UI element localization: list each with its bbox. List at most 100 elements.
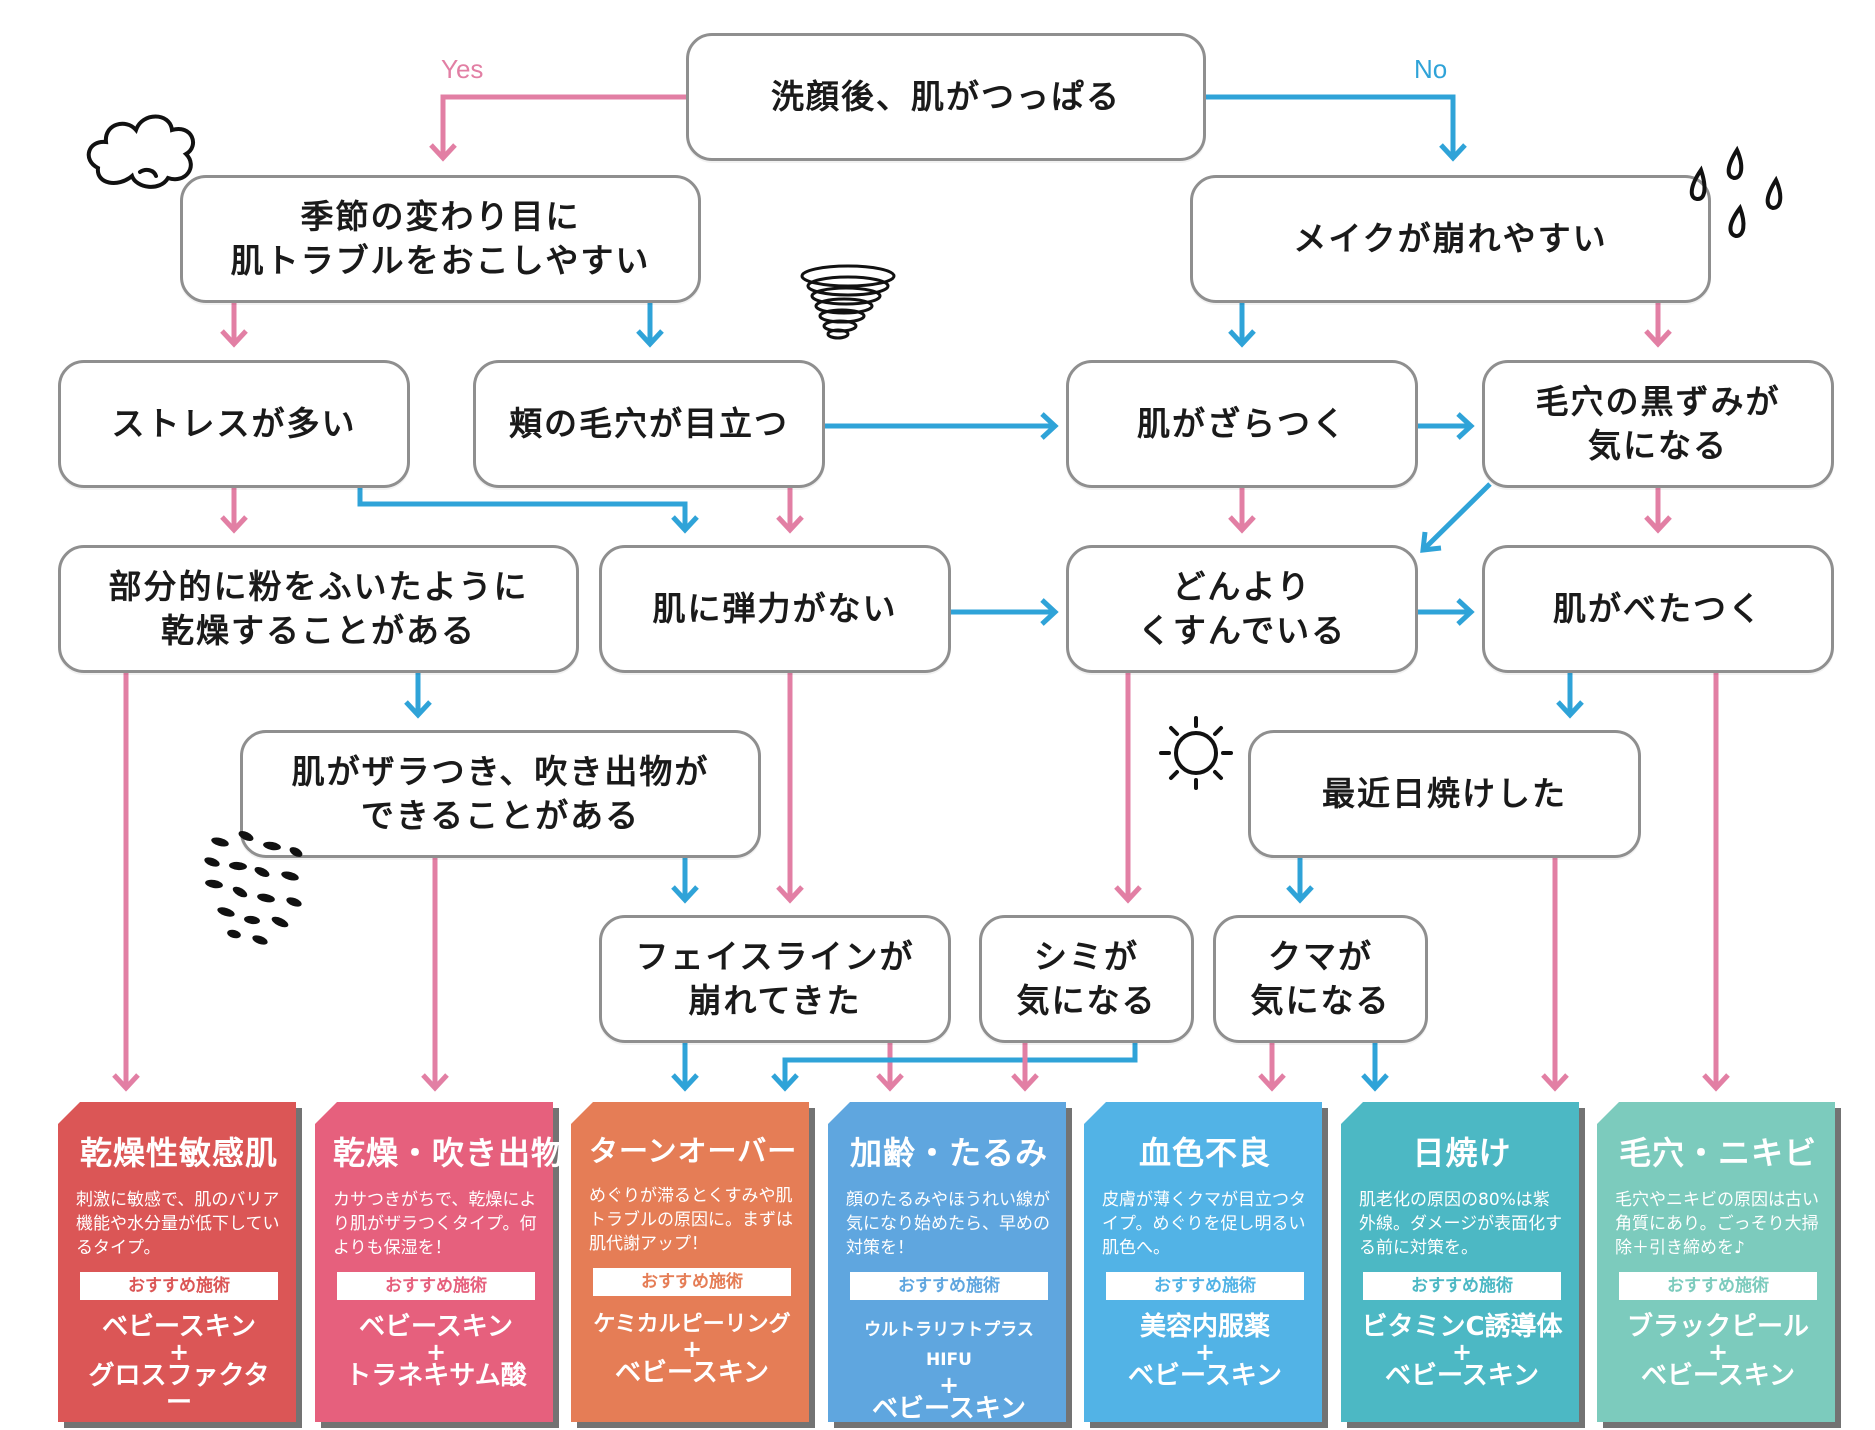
treatment: 美容内服薬+ベビースキン [1102, 1314, 1308, 1390]
node-spots: シミが 気になる [979, 915, 1194, 1043]
treatment: ベビースキン+トラネキサム酸 [333, 1314, 539, 1390]
node-powdery: 部分的に粉をふいたように 乾燥することがある [58, 545, 579, 673]
card-corner [1084, 1102, 1106, 1124]
arrow-dull-spots-head [1114, 885, 1142, 904]
recommend-label: おすすめ施術 [593, 1268, 791, 1296]
arrow-black-sticky-head [1644, 515, 1672, 534]
node-circles: クマが 気になる [1213, 915, 1428, 1043]
arrow-spots-result3 [782, 1043, 1138, 1088]
arrow-bumpy-faceline-head [671, 885, 699, 904]
recommend-label: おすすめ施術 [337, 1272, 535, 1300]
treatment-2: ベビースキン [1128, 1361, 1282, 1391]
arrow-bumpy-result2-head [421, 1073, 449, 1092]
arrow-black-dull [1421, 482, 1492, 552]
arrow-spots-result3-head [771, 1073, 799, 1092]
node-bumpy: 肌がザラつき、吹き出物が できることがある [240, 730, 761, 858]
arrow-season-stress-head [220, 329, 248, 348]
arrow-start-no [1206, 94, 1456, 158]
result-title: 血色不良 [1138, 1134, 1271, 1172]
node-season: 季節の変わり目に 肌トラブルをおこしやすい [180, 175, 701, 303]
treatment-1: ビタミンC誘導体 [1361, 1312, 1563, 1342]
node-cheek-pores: 頬の毛穴が目立つ [473, 360, 825, 488]
arrow-sticky-result7-head [1702, 1073, 1730, 1092]
arrow-sunburn-circles-head [1286, 885, 1314, 904]
treatment-2: グロスファクター [88, 1361, 270, 1418]
treatment-2: トラネキサム酸 [345, 1361, 527, 1391]
treatment: ブラックピール+ベビースキン [1615, 1314, 1821, 1390]
arrow-faceline-result4-head [876, 1073, 904, 1092]
result-card: 日焼け肌老化の原因の80%は紫外線。ダメージが表面化する前に対策を。おすすめ施術… [1341, 1102, 1579, 1422]
arrow-dull-sticky-head [1456, 598, 1475, 626]
result-card: ターンオーバーめぐりが滞るとくすみや肌トラブルの原因に。まずは肌代謝アップ！ おす… [571, 1102, 809, 1422]
plus-sign: + [1194, 1338, 1216, 1366]
treatment-2: ベビースキン [1641, 1361, 1795, 1391]
arrow-powdery-result1-head [112, 1073, 140, 1092]
arrow-makeup-rough-head [1228, 329, 1256, 348]
treatment-1: ベビースキン [102, 1312, 256, 1342]
result-title: ターンオーバー [589, 1134, 798, 1168]
arrow-sticky-sunburn-head [1556, 700, 1584, 719]
arrow-powdery-bumpy-head [404, 700, 432, 719]
treatment: ビタミンC誘導体+ベビースキン [1359, 1314, 1565, 1390]
arrow-circles-result5-head [1258, 1073, 1286, 1092]
result-description: カサつきがちで、乾燥により肌がザラつくタイプ。何よりも保湿を！ [333, 1190, 537, 1258]
arrow-stress-powdery-head [220, 515, 248, 534]
card-corner [315, 1102, 337, 1124]
treatment: ウルトラリフトプラスHIFU+ベビースキン [846, 1314, 1052, 1423]
result-title: 乾燥性敏感肌 [79, 1134, 278, 1172]
card-corner [571, 1102, 593, 1124]
yes-label: Yes [441, 54, 484, 84]
node-faceline: フェイスラインが 崩れてきた [599, 915, 951, 1043]
arrow-elasticity-dull-head [1040, 598, 1059, 626]
node-rough: 肌がざらつく [1066, 360, 1418, 488]
arrow-elasticity-faceline-head [776, 885, 804, 904]
node-sunburn: 最近日焼けした [1248, 730, 1641, 858]
plus-sign: + [1451, 1338, 1473, 1366]
recommend-label: おすすめ施術 [1619, 1272, 1817, 1300]
result-card: 血色不良皮膚が薄くクマが目立つタイプ。めぐりを促し明るい肌色へ。おすすめ施術美容… [1084, 1102, 1322, 1422]
plus-sign: + [425, 1338, 447, 1366]
node-sticky: 肌がべたつく [1482, 545, 1834, 673]
result-title: 加齢・たるみ [849, 1134, 1048, 1172]
result-card: 乾燥性敏感肌刺激に敏感で、肌のバリア機能や水分量が低下しているタイプ。おすすめ施… [58, 1102, 296, 1422]
arrow-spots-result4-head [1011, 1073, 1039, 1092]
arrow-start-yes-head [429, 143, 457, 162]
arrow-cheek-elasticity-head [776, 515, 804, 534]
arrow-makeup-black-head [1644, 329, 1672, 348]
arrow-rough-black-head [1456, 412, 1475, 440]
arrow-stress-elasticity [357, 488, 688, 530]
arrow-season-cheek-head [636, 329, 664, 348]
node-dull: どんより くすんでいる [1066, 545, 1418, 673]
treatment-1: ウルトラリフトプラスHIFU [864, 1320, 1034, 1370]
arrow-sunburn-result6-head [1541, 1073, 1569, 1092]
card-corner [828, 1102, 850, 1124]
result-card: 加齢・たるみ顔のたるみやほうれい線が気になり始めたら、早めの対策を！おすすめ施術… [828, 1102, 1066, 1423]
arrow-circles-result6-head [1361, 1073, 1389, 1092]
treatment-1: ブラックピール [1626, 1312, 1809, 1342]
card-corner [1341, 1102, 1363, 1124]
node-black-pores: 毛穴の黒ずみが 気になる [1482, 360, 1834, 488]
result-description: 皮膚が薄くクマが目立つタイプ。めぐりを促し明るい肌色へ。 [1102, 1190, 1306, 1258]
treatment-1: ケミカルピーリング [593, 1312, 791, 1337]
recommend-label: おすすめ施術 [80, 1272, 278, 1300]
treatment-2: ベビースキン [1385, 1361, 1539, 1391]
result-description: 毛穴やニキビの原因は古い角質にあり。ごっそり大掃除＋引き締めを♪ [1615, 1190, 1819, 1258]
result-description: めぐりが滞るとくすみや肌トラブルの原因に。まずは肌代謝アップ！ [589, 1186, 793, 1254]
node-elasticity: 肌に弾力がない [599, 545, 951, 673]
plus-sign: + [938, 1371, 960, 1399]
node-makeup: メイクが崩れやすい [1190, 175, 1711, 303]
result-title: 日焼け [1412, 1134, 1512, 1172]
arrow-start-no-head [1439, 143, 1467, 162]
recommend-label: おすすめ施術 [850, 1272, 1048, 1300]
no-label: No [1414, 54, 1448, 84]
result-title: 乾燥・吹き出物 [333, 1134, 565, 1172]
result-card: 毛穴・ニキビ毛穴やニキビの原因は古い角質にあり。ごっそり大掃除＋引き締めを♪おす… [1597, 1102, 1835, 1422]
plus-sign: + [1707, 1338, 1729, 1366]
plus-sign: + [168, 1338, 190, 1366]
treatment-1: ベビースキン [359, 1312, 513, 1342]
result-card: 乾燥・吹き出物カサつきがちで、乾燥により肌がザラつくタイプ。何よりも保湿を！ おす… [315, 1102, 565, 1422]
arrow-rough-dull-head [1228, 515, 1256, 534]
node-start: 洗顔後、肌がつっぱる [686, 33, 1206, 161]
